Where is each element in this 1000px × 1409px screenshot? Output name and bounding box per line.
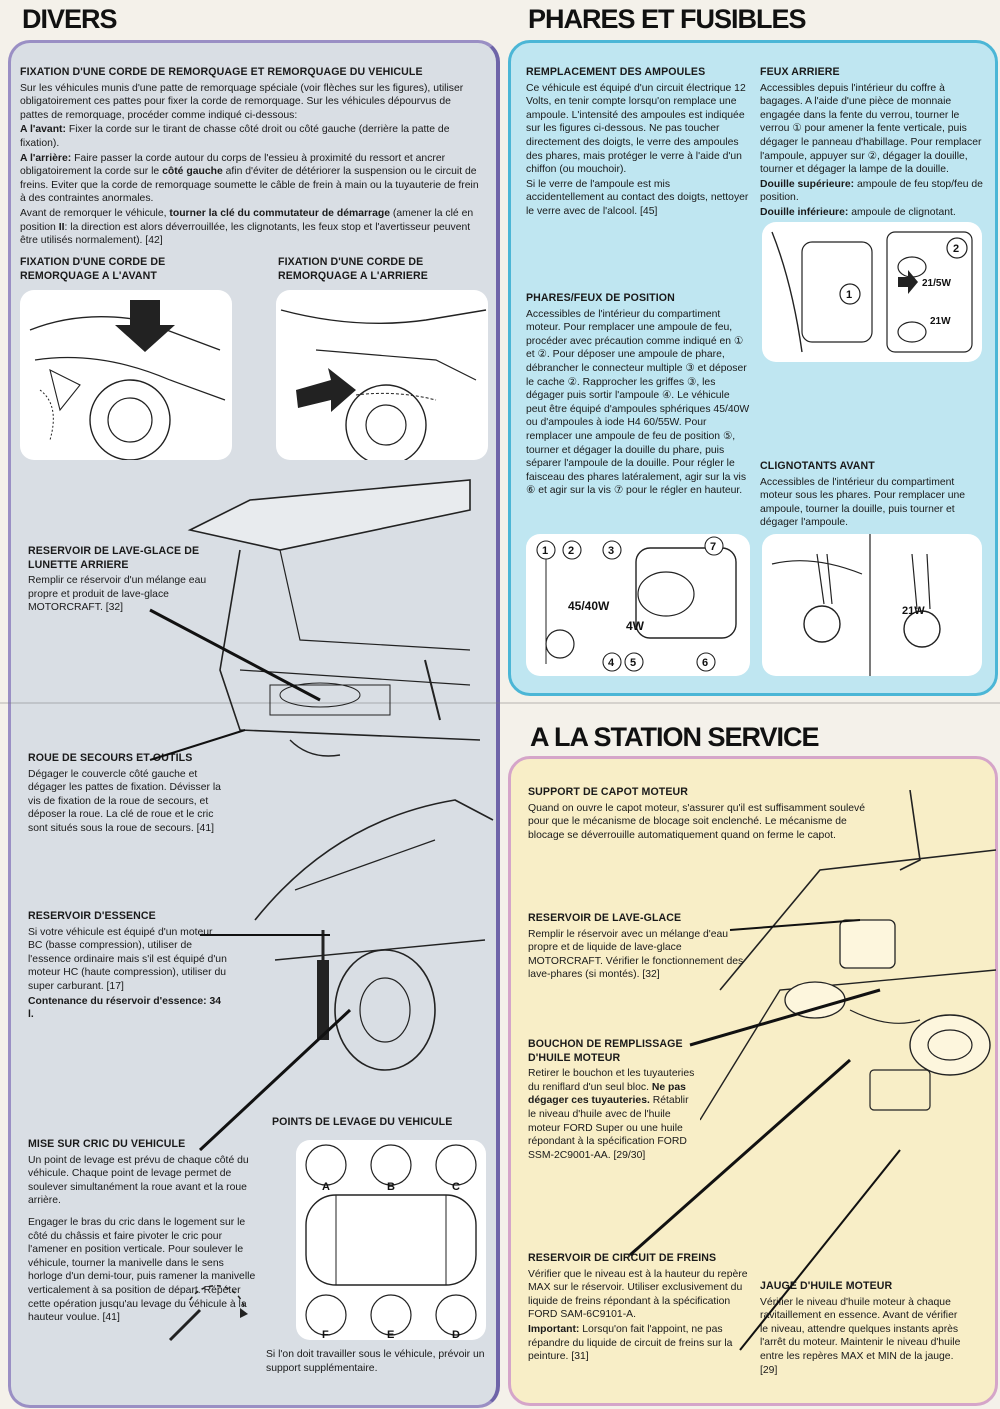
svg-text:4: 4	[608, 657, 615, 669]
arrow-icon	[898, 270, 918, 294]
arrow-down-icon	[115, 300, 175, 352]
section-lave-glace-station: RESERVOIR DE LAVE-GLACE Remplir le réser…	[528, 912, 744, 981]
levage-note: Si l'on doit travailler sous le véhicule…	[266, 1349, 485, 1374]
levage-label-b: B	[387, 1181, 395, 1193]
fig-avant-caption: FIXATION D'UNE CORDE DE REMORQUAGE A L'A…	[20, 256, 166, 282]
illustration-cric-vehicule	[235, 780, 495, 1080]
feux-num-1: 1	[846, 289, 852, 301]
fig-arriere-caption: FIXATION D'UNE CORDE DE REMORQUAGE A L'A…	[278, 256, 428, 282]
section-lave-glace-arriere: RESERVOIR DE LAVE-GLACE DE LUNETTE ARRIE…	[28, 545, 207, 614]
svg-text:2: 2	[568, 545, 574, 557]
phare-watt-45-40w: 45/40W	[568, 599, 610, 613]
heading-station-service: A LA STATION SERVICE	[530, 722, 820, 752]
heading-divers: DIVERS	[22, 4, 118, 34]
levage-label-f: F	[322, 1329, 329, 1340]
feux-watt-21w: 21W	[930, 316, 951, 327]
section-mise-sur-cric: MISE SUR CRIC DU VEHICULE Un point de le…	[28, 1138, 256, 1324]
remorquage-p4: Avant de remorquer le véhicule, tourner …	[20, 207, 474, 247]
section-clignotants-avant: CLIGNOTANTS AVANT Accessibles de l'intér…	[760, 460, 966, 529]
levage-label-c: C	[452, 1181, 460, 1193]
section-feux-arriere: FEUX ARRIERE Accessibles depuis l'intéri…	[760, 66, 983, 218]
feux-watt-21-5w: 21/5W	[922, 278, 951, 289]
figure-clignotants: 21W	[762, 534, 982, 676]
levage-caption: POINTS DE LEVAGE DU VEHICULE	[272, 1116, 453, 1128]
section-phares-feux-position: PHARES/FEUX DE POSITION Accessibles de l…	[526, 292, 750, 497]
levage-label-a: A	[322, 1181, 330, 1193]
section-support-capot: SUPPORT DE CAPOT MOTEUR Quand on ouvre l…	[528, 786, 866, 841]
section-remorquage: FIXATION D'UNE CORDE DE REMORQUAGE ET RE…	[20, 66, 482, 249]
clig-watt-21w: 21W	[902, 605, 925, 617]
feux-num-2: 2	[953, 243, 959, 255]
levage-label-e: E	[387, 1329, 394, 1340]
remorquage-title: FIXATION D'UNE CORDE DE REMORQUAGE ET RE…	[20, 66, 423, 78]
svg-text:1: 1	[542, 545, 548, 557]
phare-callouts: 1 2 3 4 5 6 7	[536, 536, 724, 672]
svg-text:6: 6	[702, 657, 708, 669]
illustration-manivelle	[160, 1280, 250, 1350]
section-reservoir-essence: RESERVOIR D'ESSENCE Si votre véhicule es…	[28, 910, 227, 1021]
arrow-right-icon	[296, 368, 356, 412]
section-circuit-freins: RESERVOIR DE CIRCUIT DE FREINS Vérifier …	[528, 1252, 748, 1363]
figure-points-levage: A B C D E F	[296, 1140, 486, 1340]
figure-phare: 1 2 3 4 5 6 7 45/40W 4W	[526, 534, 750, 676]
levage-label-d: D	[452, 1329, 460, 1340]
remorquage-avant: A l'avant: Fixer la corde sur le tirant …	[20, 124, 450, 149]
section-jauge-huile: JAUGE D'HUILE MOTEUR Vérifier le niveau …	[760, 1280, 961, 1376]
figure-remorquage-avant	[20, 290, 232, 460]
heading-phares-fusibles: PHARES ET FUSIBLES	[528, 4, 807, 34]
section-bouchon-huile: BOUCHON DE REMPLISSAGE D'HUILE MOTEUR Re…	[528, 1038, 695, 1161]
remorquage-p1: Sur les véhicules munis d'une patte de r…	[20, 82, 464, 121]
svg-text:3: 3	[608, 545, 614, 557]
svg-text:7: 7	[710, 541, 716, 553]
phare-watt-4w: 4W	[626, 619, 645, 633]
figure-remorquage-arriere	[276, 290, 488, 460]
illustration-hayon-coffre	[180, 470, 490, 770]
fold-line	[0, 702, 1000, 704]
section-roue-secours: ROUE DE SECOURS ET OUTILS Dégager le cou…	[28, 752, 221, 834]
arrow-rotation-icon	[240, 1308, 248, 1318]
svg-text:5: 5	[630, 657, 636, 669]
figure-feux-arriere: 1 2 21/5W 21W	[762, 222, 982, 362]
section-remplacement-ampoules: REMPLACEMENT DES AMPOULES Ce véhicule es…	[526, 66, 749, 217]
remorquage-arriere: A l'arrière: Faire passer la corde autou…	[20, 152, 479, 205]
